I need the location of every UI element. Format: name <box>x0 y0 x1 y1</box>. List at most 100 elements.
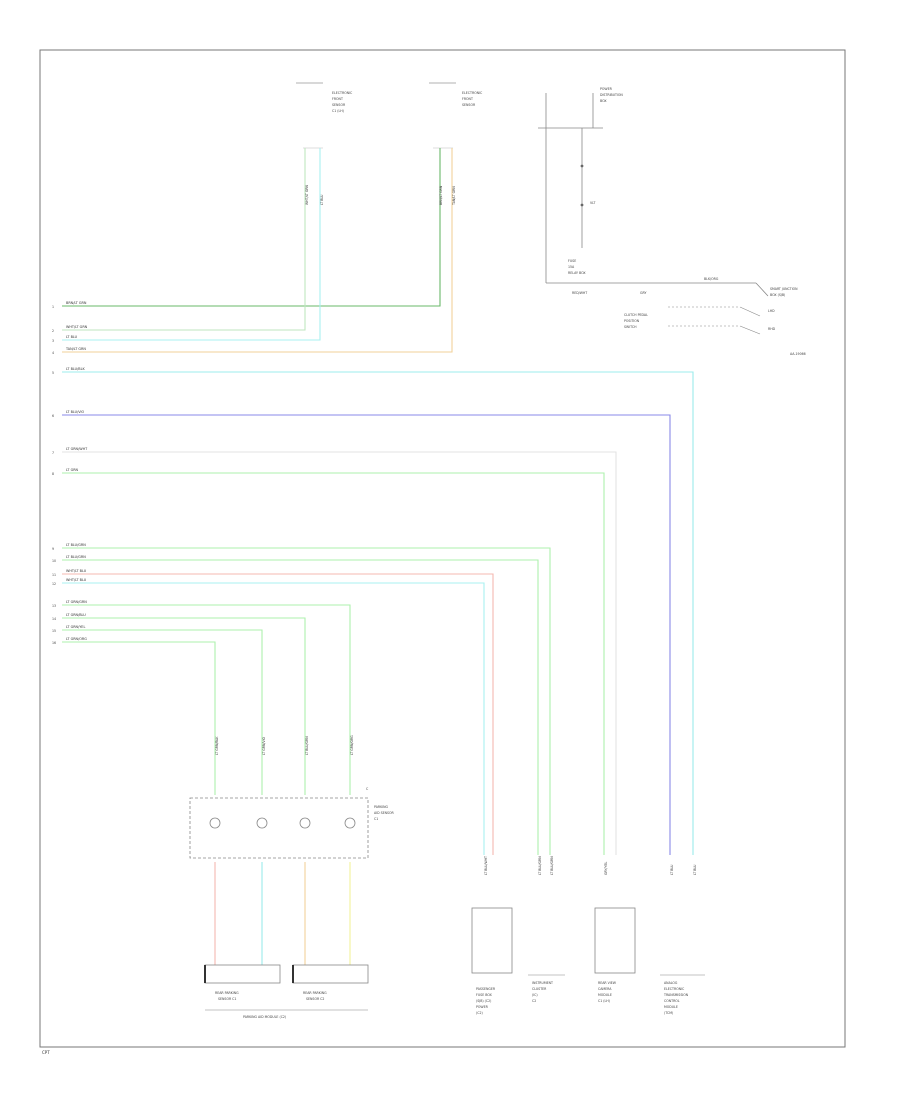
wire-tag: LT BLU <box>693 864 697 875</box>
sensor-c2-label-1: REAR PARKING <box>303 991 327 995</box>
pin-number: 15 <box>52 629 56 633</box>
wire-lt-blu-2 <box>62 582 485 855</box>
module-4-line: TRANSMISSION <box>663 993 689 997</box>
connector-label-1: PARKING <box>374 805 389 809</box>
wire-label: LT GRN/BLU <box>66 613 86 617</box>
wire-pink <box>62 573 494 855</box>
power-feed-group: POWER DISTRIBUTION BOX VLT FUSE 15A RELA… <box>538 87 806 356</box>
wire-label: LT GRN/ORG <box>66 637 87 641</box>
wire-tag: BRN/LT GRN <box>439 185 443 205</box>
pin-number: 3 <box>52 339 54 343</box>
module-3-line: MODULE <box>598 993 612 997</box>
wire-tag: GRY/YEL <box>604 862 608 875</box>
module-4-line: CONTROL <box>664 999 680 1003</box>
pin-number: 2 <box>52 329 54 333</box>
wire-wht-lt-grn <box>62 148 306 331</box>
wire-lt-blu-vio <box>62 414 671 855</box>
clutch-label-1: CLUTCH PEDAL <box>624 313 648 317</box>
module-2-line: C2 <box>532 999 536 1003</box>
footer-code: CPT <box>42 1050 50 1055</box>
module-4-line: ELECTRONIC <box>664 987 685 991</box>
fuse-box-1: FUSE <box>568 259 576 263</box>
module-3-line: REAR VIEW <box>598 981 617 985</box>
rear-sensor-c2 <box>292 964 369 984</box>
pin-number: 8 <box>52 472 54 476</box>
module-4-line: (TCM) <box>664 1011 673 1015</box>
rear-sensor-c1 <box>204 964 281 984</box>
fuse-label-1: POWER <box>600 87 613 91</box>
sensor-pin <box>299 817 311 829</box>
wire-label: WHT/LT BLU <box>66 569 87 573</box>
bottom-modules: PASSENGER FUSE BOX (SJB) (C2) POWER (C2)… <box>471 907 705 1015</box>
pin-number: 4 <box>52 351 54 355</box>
module-1-line: POWER <box>476 1005 489 1009</box>
wire-label: LT GRN/GRN <box>66 600 87 604</box>
connector-label-2: AID SENSOR <box>374 811 395 815</box>
wire-label: LT BLU <box>66 335 78 339</box>
sensor-pin <box>209 817 221 829</box>
sensor-pin <box>256 817 268 829</box>
module-1-line: FUSE BOX <box>476 993 493 997</box>
wire-lt-blu-blk <box>62 371 694 855</box>
module-3-line: C1 (LH) <box>598 999 610 1003</box>
sensor-c1-label-2: SENSOR C1 <box>218 997 236 1001</box>
wire-tag: LT GRN/BLK <box>215 736 219 755</box>
wire-grn-1 <box>62 547 551 855</box>
wire-lt-grn <box>62 472 605 855</box>
wire-label: LT BLU/VIO <box>66 410 85 414</box>
sensor-c2-label-2: SENSOR C2 <box>306 997 324 1001</box>
figure-code: AA-19066 <box>790 352 806 356</box>
wire-lt-blu <box>62 148 321 341</box>
wire-label: LT GRN <box>66 468 79 472</box>
module-3-line: CAMERA <box>598 987 612 991</box>
module-1-line: (SJB) (C2) <box>476 999 491 1003</box>
top-left-label-4: C1 (LH) <box>332 109 344 113</box>
wire-brn-lt-grn <box>62 148 441 307</box>
module-4-line: ANALOG <box>664 981 678 985</box>
pin-number: 5 <box>52 371 54 375</box>
wire-label: LT GRN/YEL <box>66 625 85 629</box>
top-left-label-1: ELECTRONIC <box>332 91 353 95</box>
wire-tag: LT BLU/GRN <box>305 736 309 755</box>
ign-label-1: SMART JUNCTION <box>770 287 798 291</box>
wire-label: LT GRN/WHT <box>66 447 88 451</box>
pin-number: 12 <box>52 582 56 586</box>
sensor-c1-label-1: REAR PARKING <box>215 991 239 995</box>
fuse-box-2: 15A <box>568 265 575 269</box>
wire-sensor-2 <box>62 617 306 795</box>
wire-sensor-1 <box>62 604 351 795</box>
pin-number: 6 <box>52 414 54 418</box>
blk-org-label: BLK/ORG <box>704 277 719 281</box>
pin-number: 16 <box>52 641 56 645</box>
pin-number: 11 <box>52 573 56 577</box>
fuse-label-3: BOX <box>600 99 607 103</box>
fuse-box-3: RELAY BOX <box>568 271 586 275</box>
wire-label: WHT/LT BLU <box>66 578 87 582</box>
wire-sensor-4 <box>62 641 216 795</box>
module-1-line: PASSENGER <box>476 987 496 991</box>
wire-label: BRN/LT GRN <box>66 301 87 305</box>
wire-grn-2 <box>62 559 539 855</box>
fuse-label-2: DISTRIBUTION <box>600 93 623 97</box>
top-right-label-2: FRONT <box>462 97 473 101</box>
wire-sensor-3 <box>62 629 263 795</box>
ign-label-2: BOX (SJB) <box>770 293 785 297</box>
module-4-line: MODULE <box>664 1005 678 1009</box>
wire-lt-grn-wht <box>62 451 617 855</box>
module-2-line: INSTRUMENT <box>532 981 553 985</box>
vertical-tags: LT GRN/BLK LT GRN/VIO LT BLU/GRN LT GRN/… <box>215 184 697 875</box>
bottom-sensors: REAR PARKING SENSOR C1 REAR PARKING SENS… <box>204 964 369 1019</box>
wire-tan-lt-grn <box>62 148 453 353</box>
module-1-line: (C2) <box>476 1011 483 1015</box>
module-2-line: (IC) <box>532 993 538 997</box>
wire-tag: LT BLU/GRN <box>538 856 542 875</box>
diagram-frame <box>39 49 846 1048</box>
fuse-rating: VLT <box>590 201 596 205</box>
wire-tag: LT GRN/ORG <box>350 735 354 755</box>
wires <box>62 148 694 965</box>
wire-label: LT BLU/BLK <box>66 367 85 371</box>
bus-label: PARKING AID MODULE (C2) <box>243 1015 286 1019</box>
wire-tag: TAN/LT GRN <box>452 186 456 206</box>
parking-aid-connector: PARKING AID SENSOR C1 C <box>189 787 395 859</box>
